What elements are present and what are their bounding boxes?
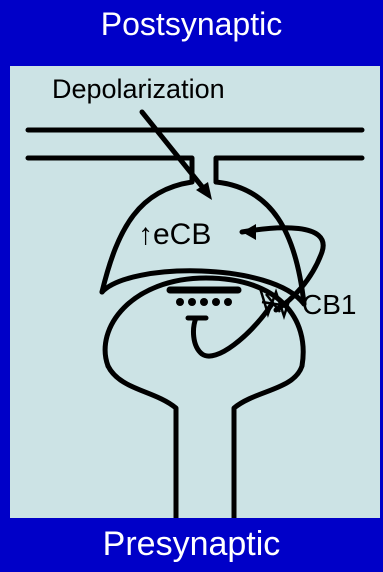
ecb-label: ↑eCB [138,218,211,251]
depolarization-arrow [142,112,208,194]
vesicle [224,298,232,306]
cb1-label: CB1 [302,289,356,320]
postsynaptic-membrane-left [28,158,192,182]
postsynaptic-membrane-right [216,158,362,182]
vesicle [212,298,220,306]
presynaptic-terminal-left [108,366,176,518]
postsynaptic-label: Postsynaptic [0,6,383,43]
vesicle [200,298,208,306]
depolarization-label: Depolarization [52,74,225,104]
ecb-arrowhead [242,224,256,240]
vesicle [176,298,184,306]
presynaptic-label: Presynaptic [0,525,383,564]
vesicle [188,298,196,306]
presynaptic-terminal [105,278,303,518]
inhibition-path [194,304,272,356]
synapse-diagram: Depolarization ↑eCB CB1 [10,66,380,518]
